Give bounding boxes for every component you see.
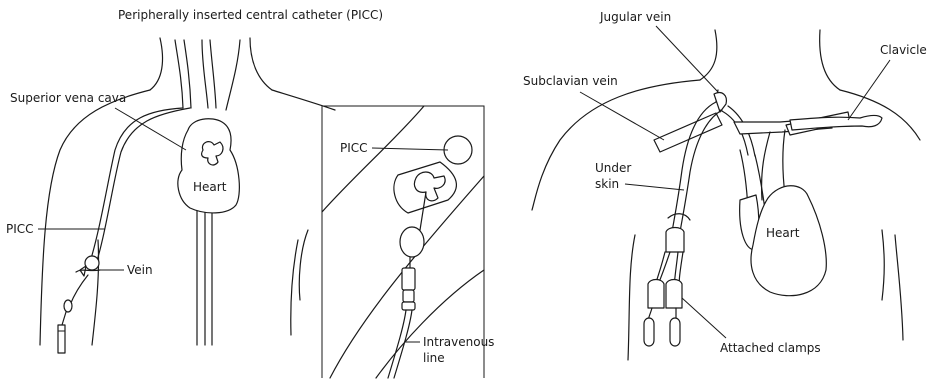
right-heart [751, 186, 826, 296]
iv-line-label-1: Intravenous [423, 335, 494, 349]
clavicle-bone [790, 115, 882, 130]
left-catheter [58, 108, 190, 353]
jugular-label: Jugular vein [599, 10, 671, 24]
svc-label: Superior vena cava [10, 91, 126, 105]
clavicle-leader-line [848, 60, 890, 120]
clamps-label: Attached clamps [720, 341, 821, 355]
under-skin-label-1: Under [595, 161, 631, 175]
subclavian-leader-line [580, 92, 664, 140]
left-heart-label: Heart [193, 180, 227, 194]
jugular-leader-line [656, 26, 718, 92]
subclavian-label: Subclavian vein [523, 74, 618, 88]
inset-picc-label: PICC [340, 141, 368, 155]
under-skin-leader-line [625, 184, 684, 190]
left-heart [178, 119, 240, 213]
clamps-leader-line [682, 298, 726, 338]
left-picc-label: PICC [6, 222, 34, 236]
iv-line-label-2: line [423, 351, 445, 365]
right-heart-label: Heart [766, 226, 800, 240]
right-veins [654, 90, 850, 250]
left-title-label: Peripherally inserted central catheter (… [118, 8, 383, 22]
vein-label: Vein [127, 263, 153, 277]
under-skin-label-2: skin [595, 177, 619, 191]
clavicle-label: Clavicle [880, 43, 927, 57]
